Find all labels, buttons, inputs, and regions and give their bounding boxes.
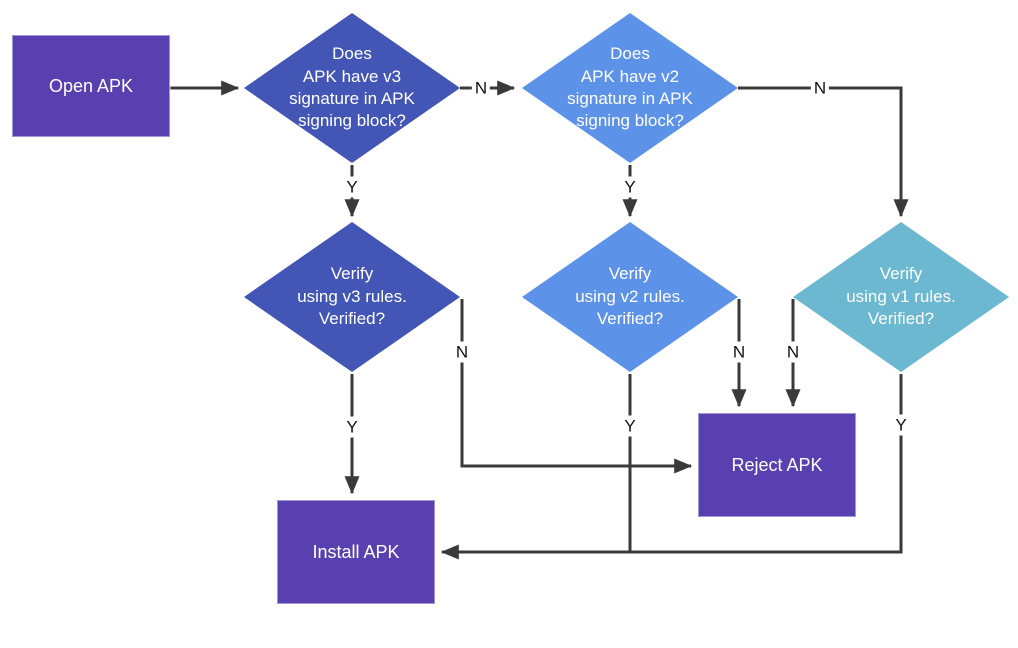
node-question-v2 bbox=[522, 13, 738, 163]
node-open-apk bbox=[11, 34, 171, 138]
node-reject-apk bbox=[697, 412, 857, 518]
node-verify-v1 bbox=[793, 222, 1009, 372]
node-install-apk bbox=[276, 499, 436, 605]
node-question-v3 bbox=[244, 13, 460, 163]
node-verify-v2 bbox=[522, 222, 738, 372]
edge-qv2-no-verifyv1 bbox=[738, 86, 909, 218]
node-verify-v3 bbox=[244, 222, 460, 372]
